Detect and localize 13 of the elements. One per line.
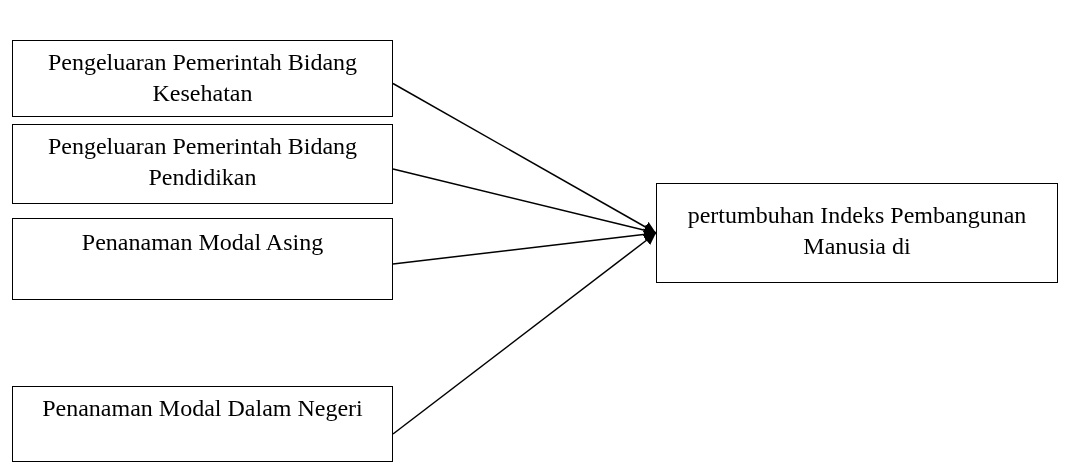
process-box bbox=[12, 124, 393, 204]
process-box bbox=[12, 386, 393, 462]
process-box bbox=[12, 218, 393, 300]
arrow bbox=[392, 232, 657, 435]
box-label: Pengeluaran Pemerintah Bidang Pendidikan bbox=[46, 132, 359, 192]
box-label: Pengeluaran Pemerintah Bidang Kesehatan bbox=[46, 48, 359, 108]
arrow bbox=[392, 82, 657, 234]
box-label: Penanaman Modal Asing bbox=[81, 228, 324, 257]
process-box bbox=[656, 183, 1058, 283]
arrow bbox=[392, 228, 657, 265]
box-label: pertumbuhan Indeks Pembangunan Manusia di bbox=[686, 201, 1028, 261]
process-box bbox=[12, 40, 393, 117]
box-label: Penanaman Modal Dalam Negeri bbox=[42, 394, 363, 423]
